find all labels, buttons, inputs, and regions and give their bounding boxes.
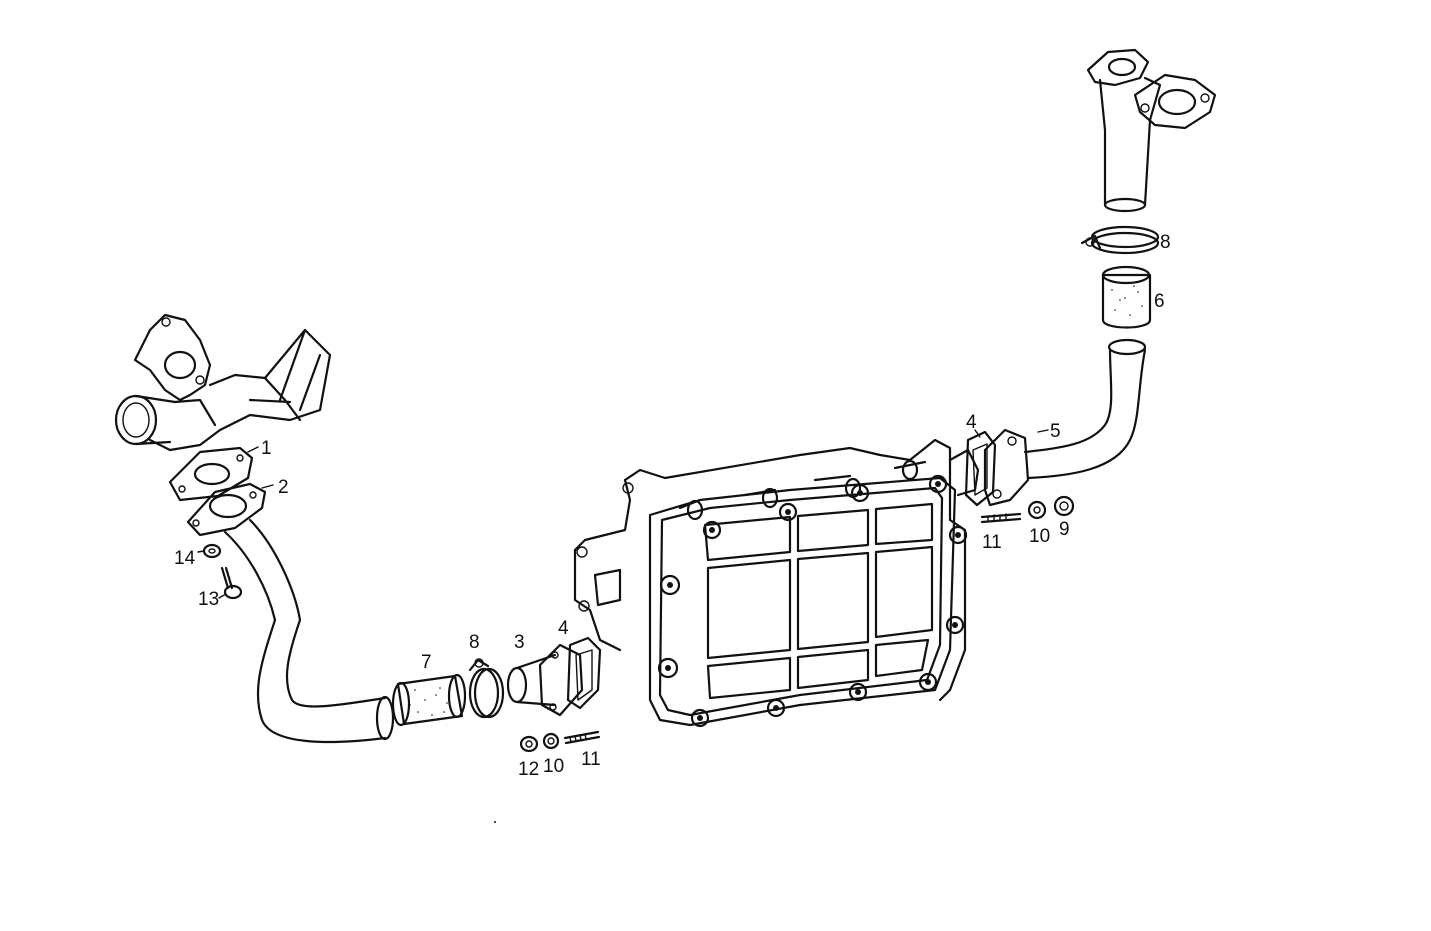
callout-6: 6 (1154, 291, 1165, 312)
washer-part-14 (202, 543, 222, 559)
callout-4-lower: 4 (558, 618, 569, 639)
flange-part-2 (186, 482, 267, 537)
hose-clamp-part-8-lower (468, 658, 505, 719)
washer-part-10-lower (542, 732, 560, 750)
callout-5: 5 (1050, 421, 1061, 442)
hose-part-6 (1101, 265, 1152, 329)
left-coolant-pipe (223, 518, 395, 744)
callout-1: 1 (261, 438, 272, 459)
callout-9: 9 (1059, 519, 1070, 540)
callout-4-upper: 4 (966, 412, 977, 433)
callout-8-upper: 8 (1160, 232, 1171, 253)
engine-manifold-fragment (114, 313, 332, 452)
hose-part-7 (391, 673, 467, 727)
hose-clamp-part-8-upper (1080, 225, 1160, 255)
callout-11-upper: 11 (982, 532, 1002, 553)
stud-part-11-upper (980, 512, 1022, 524)
gasket-part-1 (168, 446, 254, 502)
callouts: 1 2 14 13 7 8 3 4 12 10 11 4 5 11 10 9 8… (174, 232, 1171, 780)
gasket-part-4-lower (566, 636, 602, 710)
nut-part-12 (519, 735, 539, 753)
callout-8-lower: 8 (469, 632, 480, 653)
washer-part-10-upper (1027, 500, 1047, 520)
stub-pipe-part-3 (506, 643, 584, 717)
upper-elbow-fitting (1086, 48, 1217, 213)
stud-part-11-lower (563, 730, 601, 745)
bolt-part-13 (220, 566, 243, 600)
callout-3: 3 (514, 632, 525, 653)
callout-2: 2 (278, 477, 289, 498)
heat-exchanger-body (573, 438, 980, 728)
callout-10-lower: 10 (543, 756, 564, 777)
callout-12: 12 (518, 759, 539, 780)
nut-part-9 (1053, 495, 1075, 517)
callout-7: 7 (421, 652, 432, 673)
leader-lines (197, 429, 1049, 599)
callout-11-lower: 11 (581, 749, 601, 770)
callout-14: 14 (174, 548, 196, 569)
callout-10-upper: 10 (1029, 526, 1050, 547)
scan-speck (494, 821, 496, 823)
callout-13: 13 (198, 589, 219, 610)
pipe-part-5 (983, 338, 1147, 507)
